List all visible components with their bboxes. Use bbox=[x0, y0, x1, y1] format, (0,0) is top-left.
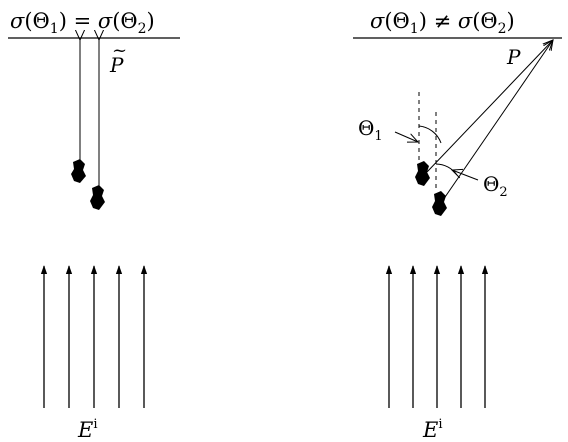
left-scatterer-1 bbox=[71, 159, 86, 183]
right-scatterer-1 bbox=[415, 161, 430, 186]
right-angle1-label: Θ1 bbox=[358, 116, 383, 144]
right-path-label: P bbox=[506, 45, 521, 69]
left-field-label: Ei bbox=[77, 417, 98, 442]
right-angle2-pointer bbox=[452, 170, 478, 180]
left-panel: σ(Θ1) = σ(Θ2) P ~ Ei bbox=[8, 9, 180, 442]
right-angle1-pointer bbox=[395, 132, 418, 142]
right-equation: σ(Θ1) ≠ σ(Θ2) bbox=[370, 9, 515, 37]
right-panel: σ(Θ1) ≠ σ(Θ2) P Θ1 Θ2 Ei bbox=[353, 9, 562, 442]
right-field-label: Ei bbox=[422, 417, 443, 442]
left-scatterer-2 bbox=[90, 185, 105, 210]
right-angle-arc-1 bbox=[419, 126, 441, 143]
right-angle2-label: Θ2 bbox=[483, 172, 508, 200]
right-scatterer-2 bbox=[432, 191, 447, 216]
left-path-tilde: ~ bbox=[112, 40, 127, 61]
right-ray-scatterer-1 bbox=[427, 40, 553, 172]
right-angle-arc-2 bbox=[436, 164, 457, 175]
left-equation: σ(Θ1) = σ(Θ2) bbox=[10, 9, 155, 37]
